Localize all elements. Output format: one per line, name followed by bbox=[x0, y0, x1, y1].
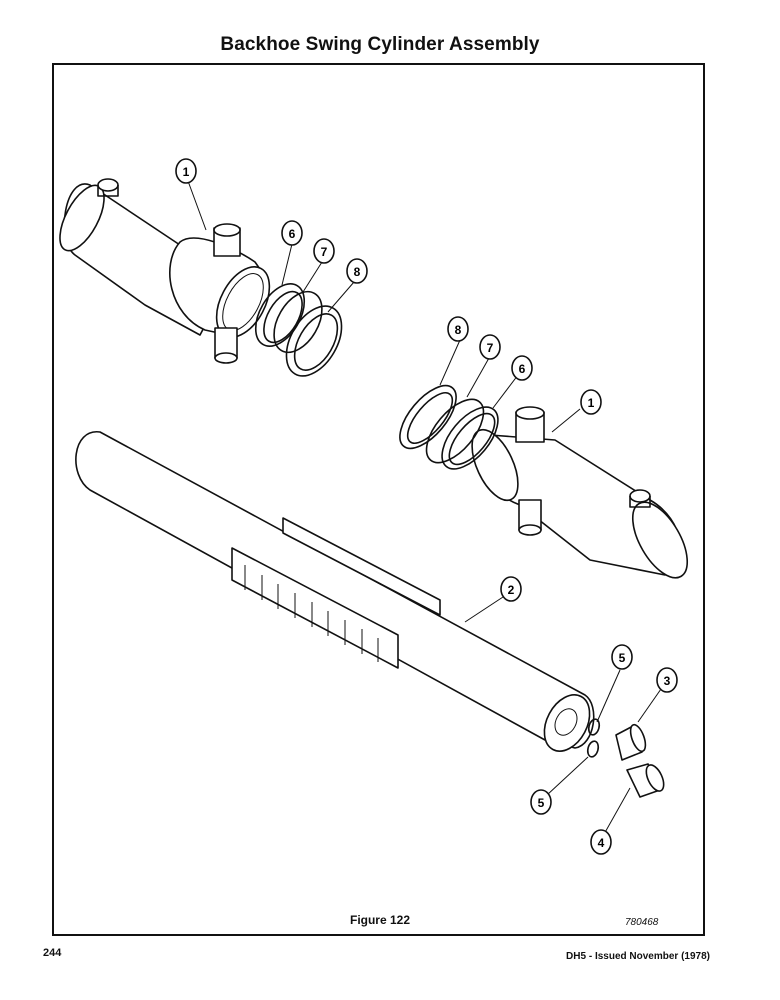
svg-text:1: 1 bbox=[183, 165, 190, 179]
svg-text:3: 3 bbox=[664, 674, 671, 688]
page-number: 244 bbox=[43, 947, 62, 959]
callout-8-right: 8 bbox=[447, 316, 469, 342]
svg-text:6: 6 bbox=[519, 362, 526, 376]
drawing-number: 780468 bbox=[625, 917, 659, 928]
figure-caption: Figure 122 bbox=[349, 913, 411, 927]
callout-6-right: 6 bbox=[511, 355, 533, 381]
callout-6-left: 6 bbox=[281, 220, 303, 246]
svg-text:7: 7 bbox=[487, 341, 494, 355]
svg-text:6: 6 bbox=[289, 227, 296, 241]
svg-text:8: 8 bbox=[455, 323, 462, 337]
svg-text:8: 8 bbox=[354, 265, 361, 279]
wiper-ring-8-right bbox=[399, 384, 457, 450]
svg-text:2: 2 bbox=[508, 583, 515, 597]
callout-3: 3 bbox=[656, 667, 678, 693]
svg-text:1: 1 bbox=[588, 396, 595, 410]
callout-4: 4 bbox=[590, 829, 612, 855]
callout-5-lower: 5 bbox=[530, 789, 552, 815]
plug-4 bbox=[626, 763, 665, 798]
page-title: Backhoe Swing Cylinder Assembly bbox=[220, 34, 540, 55]
leader-lines bbox=[187, 180, 662, 837]
svg-text:5: 5 bbox=[538, 796, 545, 810]
backup-ring-7-left bbox=[273, 290, 323, 354]
o-ring-5-upper bbox=[587, 718, 601, 736]
callout-2: 2 bbox=[500, 576, 522, 602]
callout-7-left: 7 bbox=[313, 238, 335, 264]
footer-issue-note: DH5 - Issued November (1978) bbox=[566, 951, 710, 962]
figure-frame bbox=[52, 63, 705, 936]
svg-text:5: 5 bbox=[619, 651, 626, 665]
plug-3 bbox=[615, 723, 647, 761]
rack-piston bbox=[75, 431, 595, 752]
svg-text:7: 7 bbox=[321, 245, 328, 259]
callout-8-left: 8 bbox=[346, 258, 368, 284]
cylinder-barrel-right bbox=[471, 406, 689, 579]
callout-5-upper: 5 bbox=[611, 644, 633, 670]
cylinder-barrel-left bbox=[59, 178, 271, 364]
callout-7-right: 7 bbox=[479, 334, 501, 360]
o-ring-5-lower bbox=[586, 740, 600, 758]
callout-1-left: 1 bbox=[175, 158, 197, 184]
svg-text:4: 4 bbox=[598, 836, 605, 850]
wiper-ring-8-left bbox=[285, 305, 343, 377]
callout-1-right: 1 bbox=[580, 389, 602, 415]
backup-ring-7-right bbox=[425, 398, 485, 464]
seal-ring-6-right bbox=[441, 406, 499, 470]
